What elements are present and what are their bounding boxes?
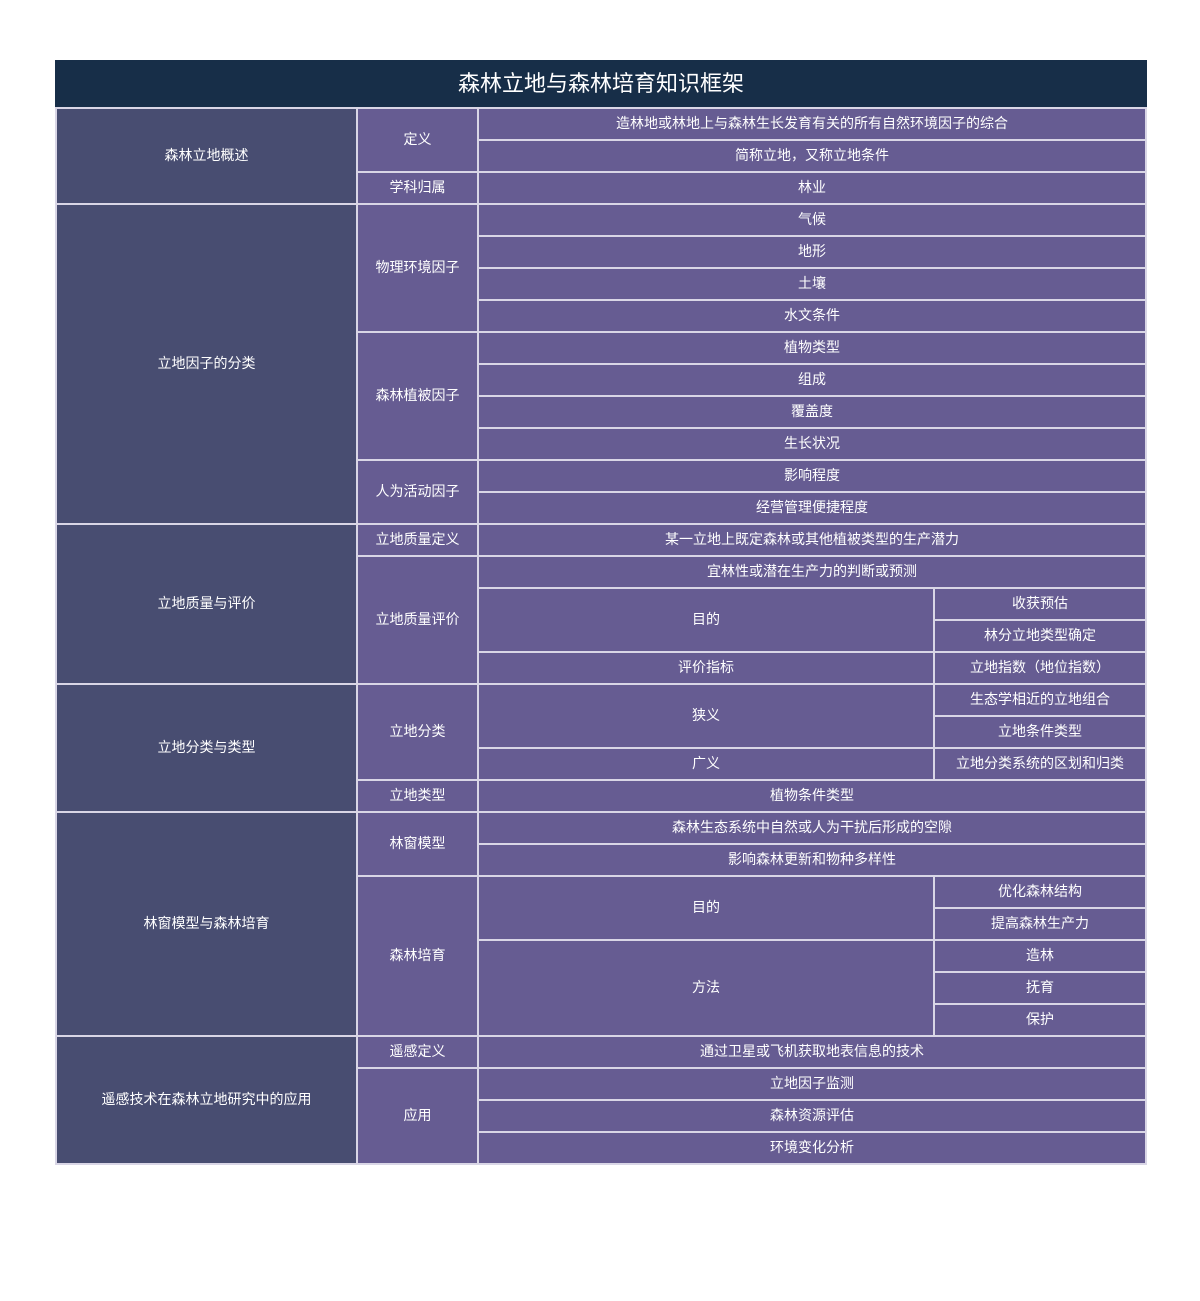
- item-cell: 组成: [476, 363, 1148, 397]
- group-label: 物理环境因子: [356, 203, 479, 333]
- item-cell: 气候: [476, 203, 1148, 237]
- table-row: 影响森林更新和物种多样性: [56, 843, 1148, 877]
- table-row: 广义 立地分类系统的区划和归类: [56, 747, 1148, 781]
- item-cell: 生长状况: [476, 427, 1148, 461]
- item-cell: 优化森林结构: [932, 875, 1148, 909]
- table-row: 森林资源评估: [56, 1099, 1148, 1133]
- section-label: 森林立地概述: [55, 107, 358, 205]
- subgroup-label: 目的: [477, 875, 935, 941]
- item-cell: 林分立地类型确定: [932, 619, 1148, 653]
- section-label: 林窗模型与森林培育: [55, 811, 358, 1037]
- table-row: 森林植被因子 植物类型: [56, 331, 1148, 461]
- subgroup-label: 评价指标: [477, 651, 935, 685]
- table-row: 抚育: [56, 971, 1148, 1005]
- table-row: 人为活动因子 影响程度: [56, 459, 1148, 525]
- subgroup-label: 广义: [477, 747, 935, 781]
- table-row: 简称立地，又称立地条件: [56, 139, 1148, 173]
- section-label: 立地质量与评价: [55, 523, 358, 685]
- title-row: 森林立地与森林培育知识框架: [54, 60, 1148, 109]
- group-label: 森林植被因子: [356, 331, 479, 461]
- table-row: 森林立地概述 定义 造林地或林地上与森林生长发育有关的所有自然环境因子的综合: [55, 107, 1148, 205]
- table-row: 评价指标 立地指数（地位指数）: [56, 651, 1148, 685]
- table-row: 地形: [56, 235, 1148, 269]
- table-row: 经营管理便捷程度: [56, 491, 1148, 525]
- item-cell: 覆盖度: [476, 395, 1148, 429]
- table-row: 目的 收获预估: [56, 587, 1148, 653]
- table-row: 应用 立地因子监测: [56, 1067, 1148, 1165]
- item-cell: 森林资源评估: [476, 1099, 1148, 1133]
- table-row: 立地质量评价 宜林性或潜在生产力的判断或预测: [56, 555, 1148, 685]
- table-row: 水文条件: [56, 299, 1148, 333]
- group-label: 应用: [356, 1067, 479, 1165]
- section-label: 立地因子的分类: [55, 203, 358, 525]
- table-row: 方法 造林: [56, 939, 1148, 1037]
- group-label: 遥感定义: [356, 1035, 479, 1069]
- section-label: 遥感技术在森林立地研究中的应用: [55, 1035, 358, 1165]
- item-cell: 经营管理便捷程度: [476, 491, 1148, 525]
- item-cell: 立地指数（地位指数）: [932, 651, 1148, 685]
- item-cell: 简称立地，又称立地条件: [476, 139, 1148, 173]
- group-label: 立地质量定义: [356, 523, 479, 557]
- group-label: 立地质量评价: [356, 555, 479, 685]
- item-cell: 水文条件: [476, 299, 1148, 333]
- item-cell: 林业: [476, 171, 1148, 205]
- table-row: 土壤: [56, 267, 1148, 301]
- table-row: 环境变化分析: [56, 1131, 1148, 1165]
- table-row: 学科归属 林业: [56, 171, 1148, 205]
- group-label: 立地类型: [356, 779, 479, 813]
- table-row: 保护: [56, 1003, 1148, 1037]
- item-cell: 立地因子监测: [476, 1067, 1148, 1101]
- item-cell: 环境变化分析: [476, 1131, 1148, 1165]
- item-cell: 植物类型: [476, 331, 1148, 365]
- group-label: 人为活动因子: [356, 459, 479, 525]
- table-row: 生长状况: [56, 427, 1148, 461]
- item-cell: 影响森林更新和物种多样性: [476, 843, 1148, 877]
- group-label: 定义: [356, 107, 479, 173]
- table-row: 遥感技术在森林立地研究中的应用 遥感定义 通过卫星或飞机获取地表信息的技术: [55, 1035, 1148, 1165]
- table-row: 立地分类与类型 立地分类 狭义 生态学相近的立地组合: [55, 683, 1148, 813]
- item-cell: 森林生态系统中自然或人为干扰后形成的空隙: [476, 811, 1148, 845]
- subgroup-label: 狭义: [477, 683, 935, 749]
- group-label: 林窗模型: [356, 811, 479, 877]
- knowledge-framework-table: 森林立地与森林培育知识框架 森林立地概述 定义 造林地或林地上与森林生长发育有关…: [54, 60, 1148, 1165]
- page-title: 森林立地与森林培育知识框架: [54, 60, 1148, 109]
- group-label: 学科归属: [356, 171, 479, 205]
- group-label: 立地分类: [356, 683, 479, 781]
- item-cell: 土壤: [476, 267, 1148, 301]
- item-cell: 提高森林生产力: [932, 907, 1148, 941]
- item-cell: 收获预估: [932, 587, 1148, 621]
- table-row: 林窗模型与森林培育 林窗模型 森林生态系统中自然或人为干扰后形成的空隙: [55, 811, 1148, 1037]
- table-row: 组成: [56, 363, 1148, 397]
- subgroup-label: 目的: [477, 587, 935, 653]
- subgroup-label: 方法: [477, 939, 935, 1037]
- item-cell: 生态学相近的立地组合: [932, 683, 1148, 717]
- item-cell: 抚育: [932, 971, 1148, 1005]
- item-cell: 造林: [932, 939, 1148, 973]
- table-row: 森林培育 目的 优化森林结构: [56, 875, 1148, 1037]
- item-cell: 造林地或林地上与森林生长发育有关的所有自然环境因子的综合: [476, 107, 1148, 141]
- table-row: 覆盖度: [56, 395, 1148, 429]
- item-cell: 某一立地上既定森林或其他植被类型的生产潜力: [476, 523, 1148, 557]
- item-cell: 宜林性或潜在生产力的判断或预测: [476, 555, 1148, 589]
- table-row: 林分立地类型确定: [56, 619, 1148, 653]
- group-label: 森林培育: [356, 875, 479, 1037]
- item-cell: 立地条件类型: [932, 715, 1148, 749]
- table-row: 立地类型 植物条件类型: [56, 779, 1148, 813]
- item-cell: 植物条件类型: [476, 779, 1148, 813]
- table-row: 提高森林生产力: [56, 907, 1148, 941]
- section-label: 立地分类与类型: [55, 683, 358, 813]
- table-row: 立地质量与评价 立地质量定义 某一立地上既定森林或其他植被类型的生产潜力: [55, 523, 1148, 685]
- item-cell: 保护: [932, 1003, 1148, 1037]
- item-cell: 立地分类系统的区划和归类: [932, 747, 1148, 781]
- table-row: 立地因子的分类 物理环境因子 气候: [55, 203, 1148, 525]
- item-cell: 地形: [476, 235, 1148, 269]
- table-row: 立地条件类型: [56, 715, 1148, 749]
- item-cell: 影响程度: [476, 459, 1148, 493]
- item-cell: 通过卫星或飞机获取地表信息的技术: [476, 1035, 1148, 1069]
